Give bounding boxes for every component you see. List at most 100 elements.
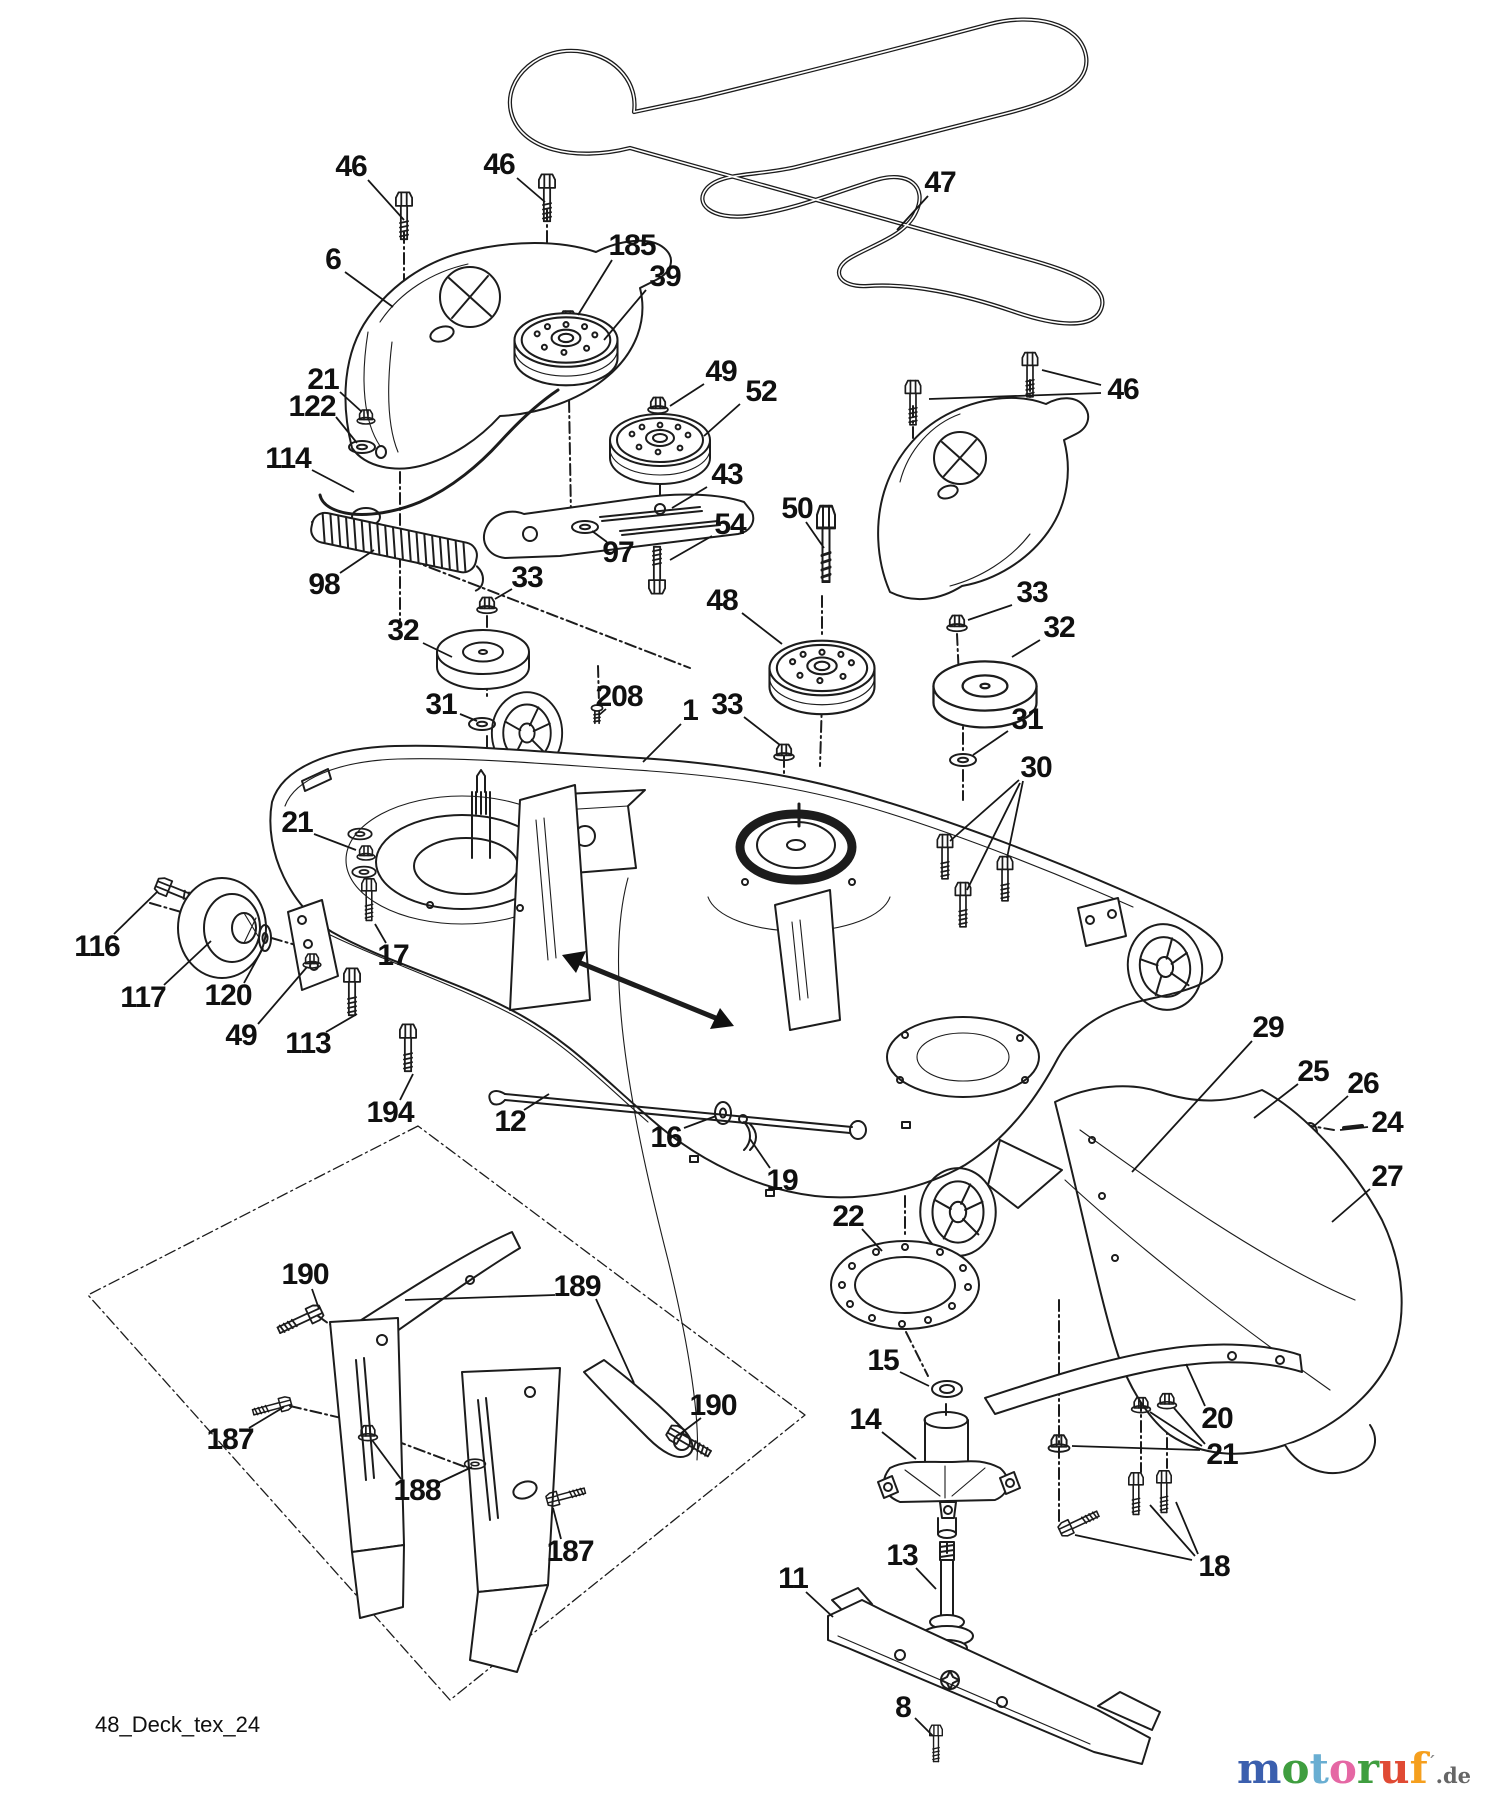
leader-line (703, 403, 741, 437)
leader-line (679, 1417, 702, 1435)
leader-line (1185, 1363, 1206, 1407)
part-label-47: 47 (924, 166, 956, 199)
hanger-bracket-group (87, 1125, 806, 1701)
part-label-46: 46 (1107, 373, 1139, 406)
leader-line (1011, 639, 1041, 658)
leader-line (339, 549, 375, 574)
part-label-187: 187 (546, 1535, 594, 1568)
part-label-114: 114 (265, 442, 311, 475)
leader-line (437, 1466, 473, 1484)
tension-lever-spring (310, 388, 560, 592)
leader-line (311, 469, 355, 493)
leader-line (743, 716, 781, 746)
cable (617, 877, 699, 1461)
part-label-29: 29 (1252, 1011, 1284, 1044)
leader-line (899, 1371, 930, 1387)
leader-line (861, 1228, 883, 1252)
leader-line (591, 530, 608, 543)
part-label-30: 30 (1020, 751, 1052, 784)
part-label-49: 49 (225, 1019, 257, 1052)
part-label-98: 98 (308, 568, 340, 601)
watermark-logo: motoruf´.de (1237, 1748, 1471, 1790)
leader-line (325, 1013, 358, 1033)
leader-line (374, 923, 387, 944)
part-label-25: 25 (1297, 1055, 1329, 1088)
part-label-120: 120 (204, 979, 252, 1012)
diagram-code: 48_Deck_tex_24 (95, 1712, 261, 1737)
mower-blade (827, 1587, 1161, 1765)
leader-line (248, 1406, 285, 1429)
leader-line (367, 179, 405, 221)
leader-line (928, 392, 1102, 400)
part-label-11: 11 (778, 1562, 809, 1595)
part-label-50: 50 (781, 492, 813, 525)
part-label-46: 46 (483, 148, 515, 181)
part-label-208: 208 (595, 680, 643, 713)
leader-line (311, 1288, 320, 1310)
part-label-39: 39 (649, 260, 681, 293)
part-label-15: 15 (867, 1344, 899, 1377)
part-label-33: 33 (1016, 576, 1048, 609)
part-label-13: 13 (886, 1539, 918, 1572)
watermark-domain-suffix: .de (1435, 1763, 1471, 1788)
part-label-188: 188 (393, 1474, 441, 1507)
seal-ring-22 (830, 1240, 980, 1330)
leader-line (881, 1431, 917, 1460)
part-label-20: 20 (1201, 1402, 1233, 1435)
part-label-32: 32 (1043, 611, 1075, 644)
part-label-33: 33 (711, 688, 743, 721)
watermark-letter: r (1356, 1744, 1380, 1793)
leader-line (1041, 369, 1102, 386)
part-label-190: 190 (689, 1389, 737, 1422)
leader-line (683, 1115, 717, 1129)
leader-line (1312, 1095, 1349, 1128)
leader-line (494, 588, 513, 600)
leader-line (896, 195, 929, 231)
part-label-97: 97 (602, 536, 634, 569)
part-label-14: 14 (849, 1403, 881, 1436)
part-label-22: 22 (832, 1200, 864, 1233)
part-label-6: 6 (325, 243, 342, 276)
leader-line (516, 177, 546, 203)
leader-line (113, 891, 158, 935)
leader-line (371, 1439, 402, 1480)
part-label-31: 31 (1011, 703, 1043, 736)
idler-arm-43 (483, 493, 755, 559)
watermark-letter: t (1309, 1744, 1329, 1793)
leader-line (669, 383, 705, 407)
part-label-122: 122 (288, 390, 336, 423)
leader-line (642, 723, 682, 763)
leader-line (1071, 1445, 1201, 1451)
part-label-21: 21 (1206, 1438, 1238, 1471)
leader-line (972, 730, 1009, 756)
leader-line (1175, 1501, 1199, 1555)
leader-line (163, 940, 212, 986)
leader-line (257, 966, 308, 1025)
leader-line (598, 708, 607, 716)
watermark-tick: ´ (1427, 1753, 1436, 1772)
leader-line (967, 604, 1013, 621)
leader-line (966, 782, 1021, 891)
part-label-185: 185 (608, 229, 656, 262)
part-label-31: 31 (425, 688, 457, 721)
leader-line (915, 1567, 937, 1590)
blade-spindle (877, 1380, 1021, 1657)
part-label-19: 19 (766, 1164, 798, 1197)
watermark-letter: o (1281, 1744, 1310, 1793)
watermark-letter: u (1379, 1744, 1410, 1793)
leader-line (1149, 1504, 1196, 1557)
part-label-43: 43 (711, 458, 743, 491)
part-label-26: 26 (1347, 1067, 1379, 1100)
part-label-27: 27 (1371, 1160, 1403, 1193)
leader-line (669, 535, 713, 561)
leader-line (339, 391, 363, 413)
leader-line (595, 1298, 635, 1384)
part-label-189: 189 (553, 1270, 601, 1303)
part-label-24: 24 (1371, 1106, 1403, 1139)
watermark-letter: o (1328, 1744, 1357, 1793)
part-label-12: 12 (494, 1105, 526, 1138)
part-label-33: 33 (511, 561, 543, 594)
leader-line (399, 1073, 414, 1101)
